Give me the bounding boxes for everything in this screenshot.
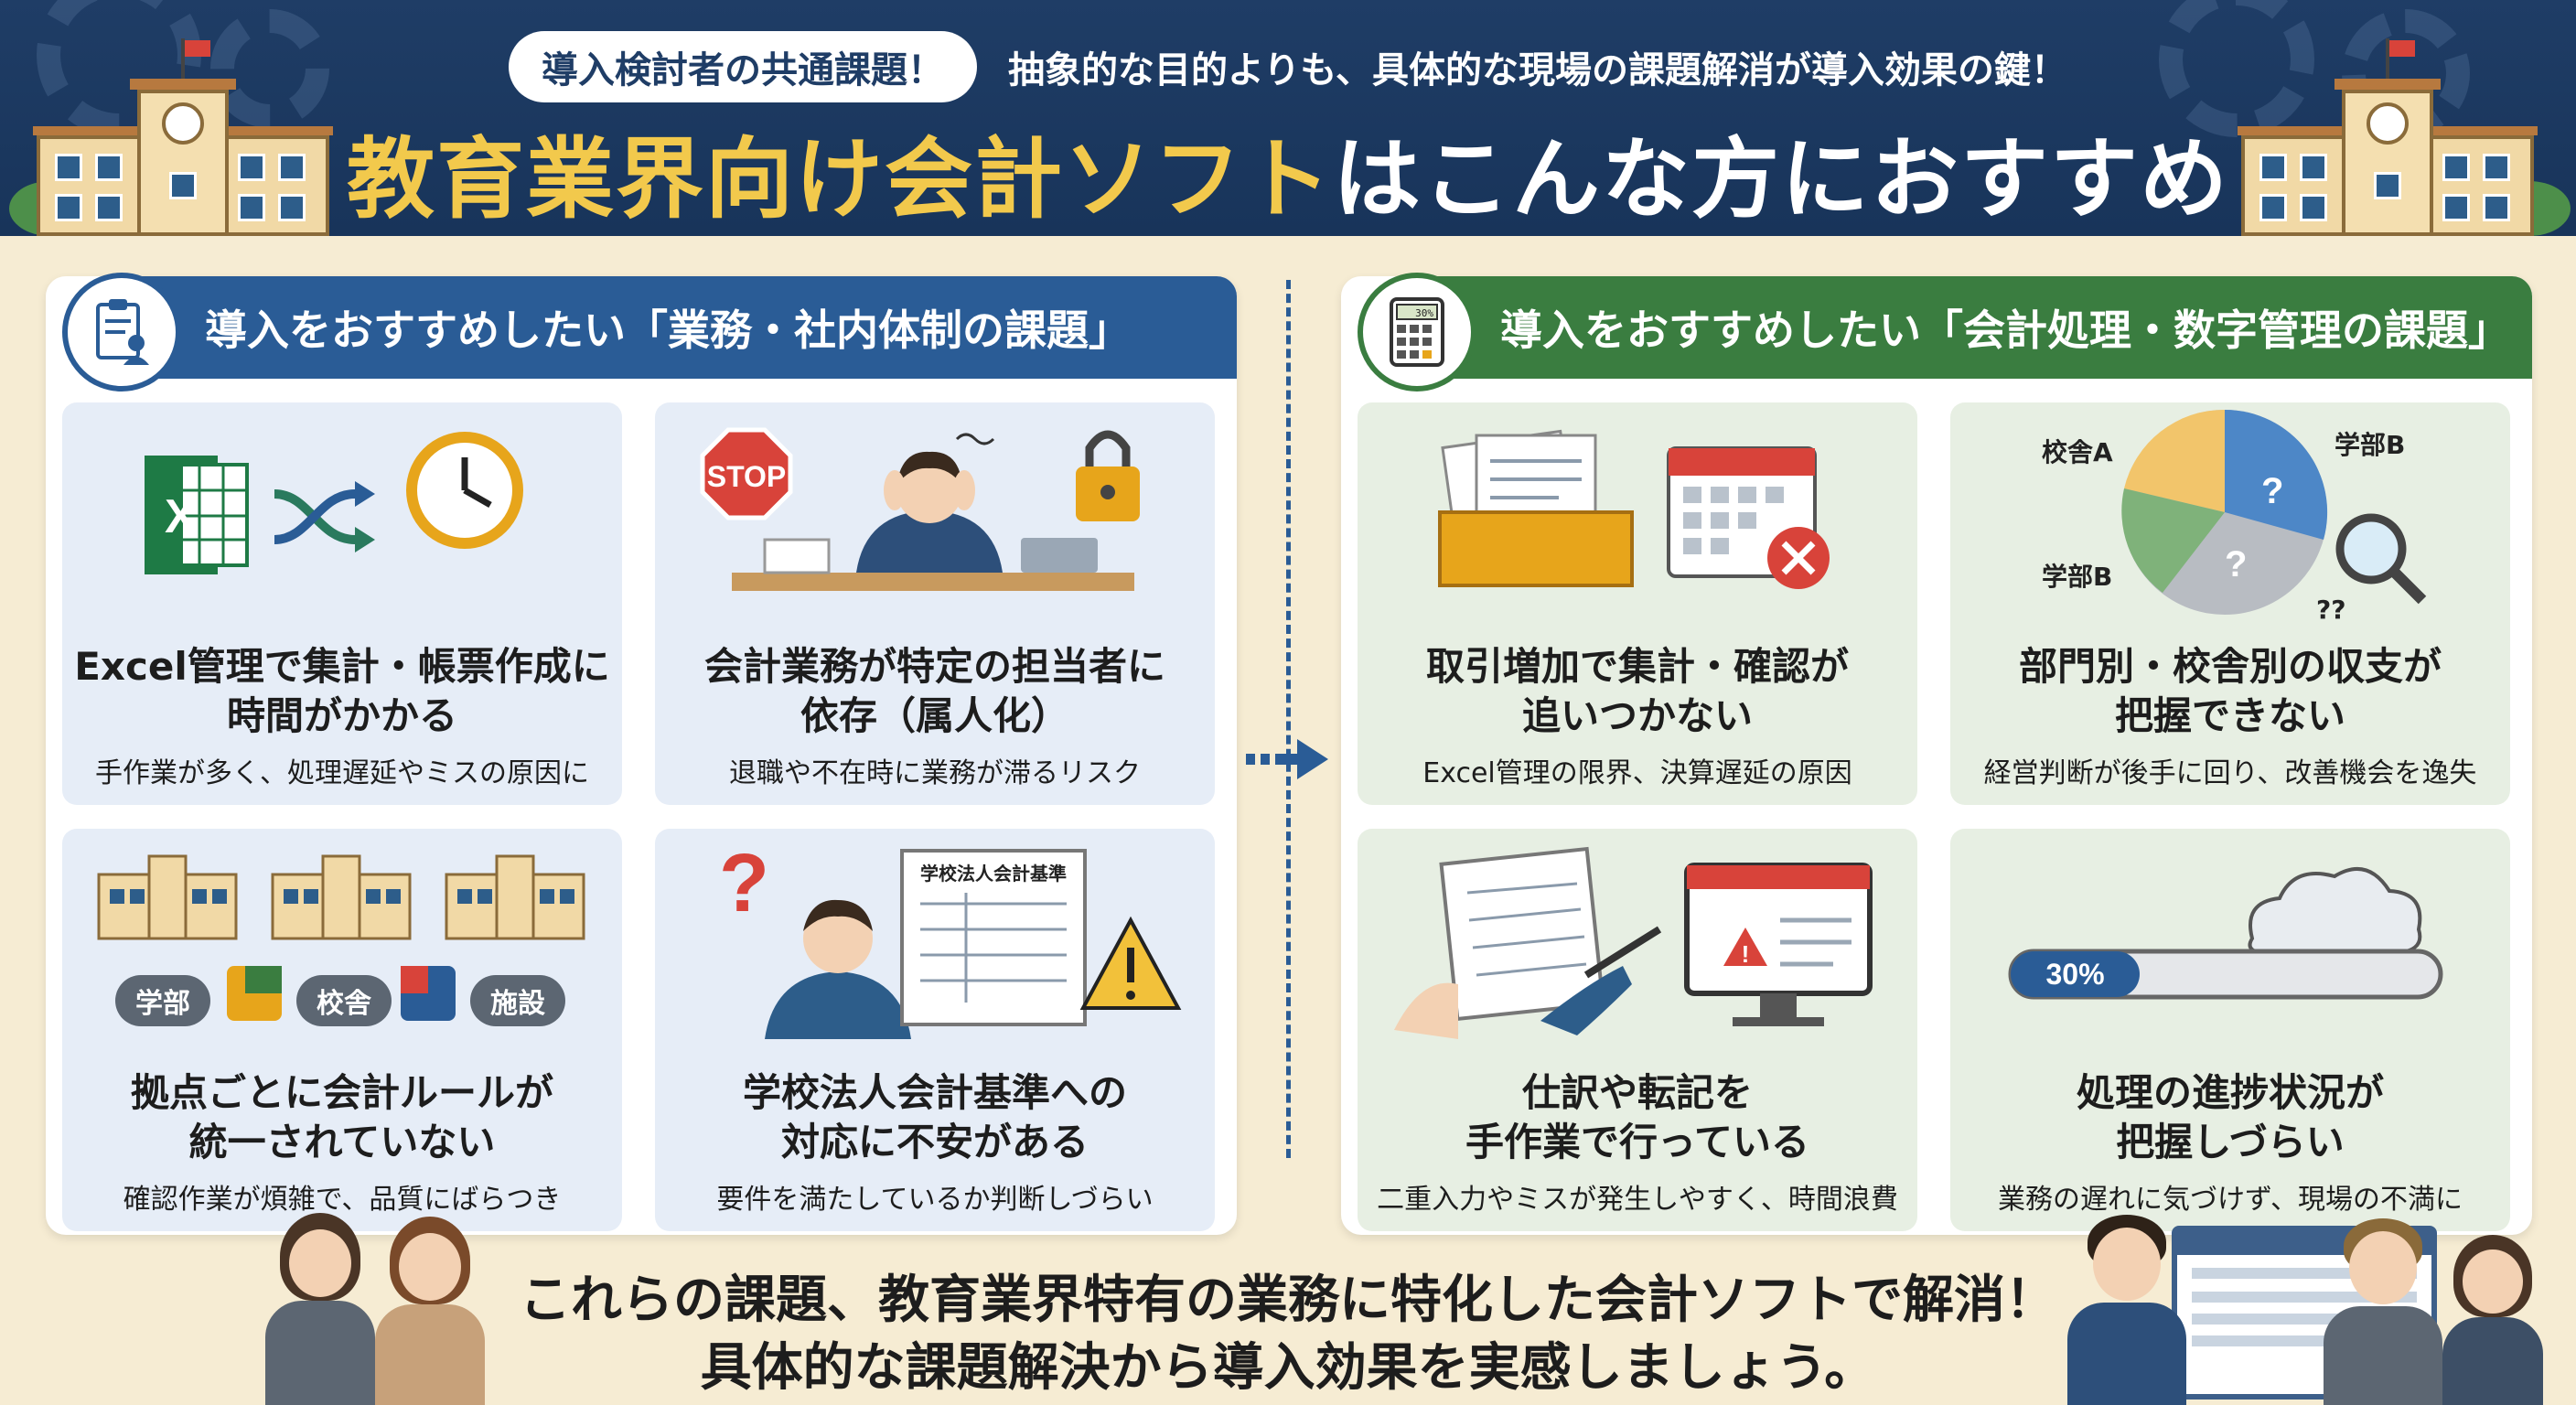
- school-building-icon: [2232, 38, 2571, 236]
- footer-line-2: 具体的な課題解決から導入効果を実感しましょう。: [700, 1338, 1876, 1398]
- card-title: 仕訳や転記を手作業で行っている: [1465, 1070, 1809, 1164]
- lead-text: 抽象的な目的よりも、具体的な現場の課題解消が導入効果の鍵！: [1008, 49, 2067, 91]
- card-title: 会計業務が特定の担当者に依存（属人化）: [703, 644, 1165, 738]
- issue-card: 取引増加で集計・確認が追いつかない Excel管理の限界、決算遅延の原因: [1358, 402, 1917, 805]
- document-label: 学校法人会計基準: [920, 863, 1067, 885]
- excel-shuffle-clock-icon: X: [145, 432, 523, 574]
- card-subtitle: Excel管理の限界、決算遅延の原因: [1422, 757, 1852, 789]
- card-subtitle: 退職や不在時に業務が滞るリスク: [729, 757, 1141, 789]
- calculator-display: 30%: [1415, 307, 1433, 319]
- lead-row: 導入検討者の共通課題！ 抽象的な目的よりも、具体的な現場の課題解消が導入効果の鍵…: [0, 31, 2576, 102]
- issue-card: 学部 校舎 施設 拠点ごとに会計ルールが統一されていない 確認作業が煩雑で、品質…: [62, 829, 622, 1231]
- issue-card: X Excel管理で集計・帳票作成に時間がかかる 手作業が多く、処理遅延やミスの…: [62, 402, 622, 805]
- card-title: 拠点ごとに会計ルールが統一されていない: [130, 1070, 553, 1164]
- tag-facility: 施設: [470, 975, 565, 1026]
- footer-line-1: これらの課題、教育業界特有の業務に特化した会計ソフトで解消！: [520, 1271, 2056, 1330]
- handwriting-monitor-alert-icon: !: [1394, 846, 1873, 1039]
- issue-card: ? ? 校舎A 学部B 学部B ?? 部門別・校舎別の収支が把握できない 経営判…: [1950, 402, 2510, 805]
- card-title: Excel管理で集計・帳票作成に時間がかかる: [74, 644, 610, 738]
- schools-puzzle-icon: [97, 854, 585, 1021]
- businessman-avatar: [2324, 1218, 2442, 1405]
- issue-card: 30% 処理の進捗状況が把握しづらい 業務の遅れに気づけず、現場の不満に: [1950, 829, 2510, 1231]
- panel-accounting-issues: 導入をおすすめしたい「会計処理・数字管理の課題」 30%: [1341, 273, 2532, 1235]
- footer-banner: これらの課題、教育業界特有の業務に特化した会計ソフトで解消！ 具体的な課題解決か…: [0, 1162, 2576, 1405]
- lead-pill: 導入検討者の共通課題！: [509, 31, 977, 102]
- progress-label: 30%: [2045, 958, 2104, 991]
- pie-label-unknown: ??: [2316, 595, 2345, 625]
- presenter-woman-avatar: [375, 1217, 485, 1405]
- issue-card: ! 仕訳や転記を手作業で行っている 二重入力やミスが発生しやすく、時間浪費: [1358, 829, 1917, 1231]
- document-tray-calendar-icon: [1438, 429, 1830, 589]
- stop-sign-text: STOP: [707, 460, 787, 493]
- card-subtitle: 二重入力やミスが発生しやすく、時間浪費: [1377, 1184, 1898, 1216]
- panel-heading: 導入をおすすめしたい「会計処理・数字管理の課題」: [1398, 276, 2532, 379]
- header-banner: 導入検討者の共通課題！ 抽象的な目的よりも、具体的な現場の課題解消が導入効果の鍵…: [0, 0, 2576, 236]
- clipboard-person-icon: [62, 273, 181, 391]
- card-subtitle: 確認作業が煩雑で、品質にばらつき: [123, 1184, 562, 1216]
- svg-text:!: !: [1742, 940, 1750, 968]
- panel-operations-issues: 導入をおすすめしたい「業務・社内体制の課題」 X: [46, 273, 1237, 1235]
- svg-text:?: ?: [2261, 471, 2283, 511]
- page-title: 教育業界向け会計ソフトはこんな方におすすめ: [0, 108, 2576, 235]
- panel-divider: [1286, 280, 1291, 1158]
- svg-text:?: ?: [2225, 544, 2247, 585]
- pie-label-faculty-b: 学部B: [2042, 562, 2112, 592]
- businessman-avatar: [2067, 1215, 2186, 1405]
- issue-card: ? 学校法人会計基準 学校法人会計基準への対応に不安がある 要件を満たしているか…: [655, 829, 1215, 1231]
- card-title: 部門別・校舎別の収支が把握できない: [2018, 644, 2442, 738]
- card-title: 取引増加で集計・確認が追いつかない: [1425, 644, 1849, 738]
- stop-stressed-worker-lock-icon: STOP: [700, 427, 1140, 591]
- school-building-icon: [9, 38, 338, 236]
- tag-campus: 校舎: [296, 975, 392, 1026]
- calculator-icon: 30%: [1358, 273, 1476, 391]
- title-highlight: 教育業界向け会計ソフト: [347, 128, 1333, 231]
- panel-heading: 導入をおすすめしたい「業務・社内体制の課題」: [102, 276, 1237, 379]
- presenter-woman-avatar: [265, 1213, 375, 1405]
- card-title: 処理の進捗状況が把握しづらい: [2076, 1070, 2384, 1164]
- card-subtitle: 要件を満たしているか判断しづらい: [716, 1184, 1154, 1216]
- card-subtitle: 手作業が多く、処理遅延やミスの原因に: [95, 757, 589, 789]
- pie-label-faculty-b: 学部B: [2334, 430, 2405, 460]
- card-subtitle: 業務の遅れに気づけず、現場の不満に: [1998, 1184, 2463, 1216]
- arrow-right-icon: [1246, 739, 1328, 779]
- progress-fill: [2011, 951, 2140, 997]
- title-rest: はこんな方におすすめ: [1333, 128, 2229, 231]
- tag-faculty: 学部: [115, 975, 210, 1026]
- svg-text:X: X: [165, 490, 197, 543]
- pie-chart-magnifier-icon: ? ? 校舎A 学部B 学部B ??: [2042, 409, 2427, 625]
- card-title: 学校法人会計基準への対応に不安がある: [742, 1070, 1127, 1164]
- businesswoman-avatar: [2442, 1235, 2543, 1405]
- svg-text:?: ?: [719, 838, 769, 929]
- question-document-warning-icon: ? 学校法人会計基準: [719, 838, 1182, 1039]
- progress-bar-cloud-icon: 30%: [2008, 867, 2443, 1000]
- pie-label-campus-a: 校舎A: [2042, 437, 2113, 467]
- card-subtitle: 経営判断が後手に回り、改善機会を逸失: [1983, 757, 2477, 789]
- issue-card: STOP 会計業務が特定の担当者に依存（属人化） 退職や不在時に業務が滞るリスク: [655, 402, 1215, 805]
